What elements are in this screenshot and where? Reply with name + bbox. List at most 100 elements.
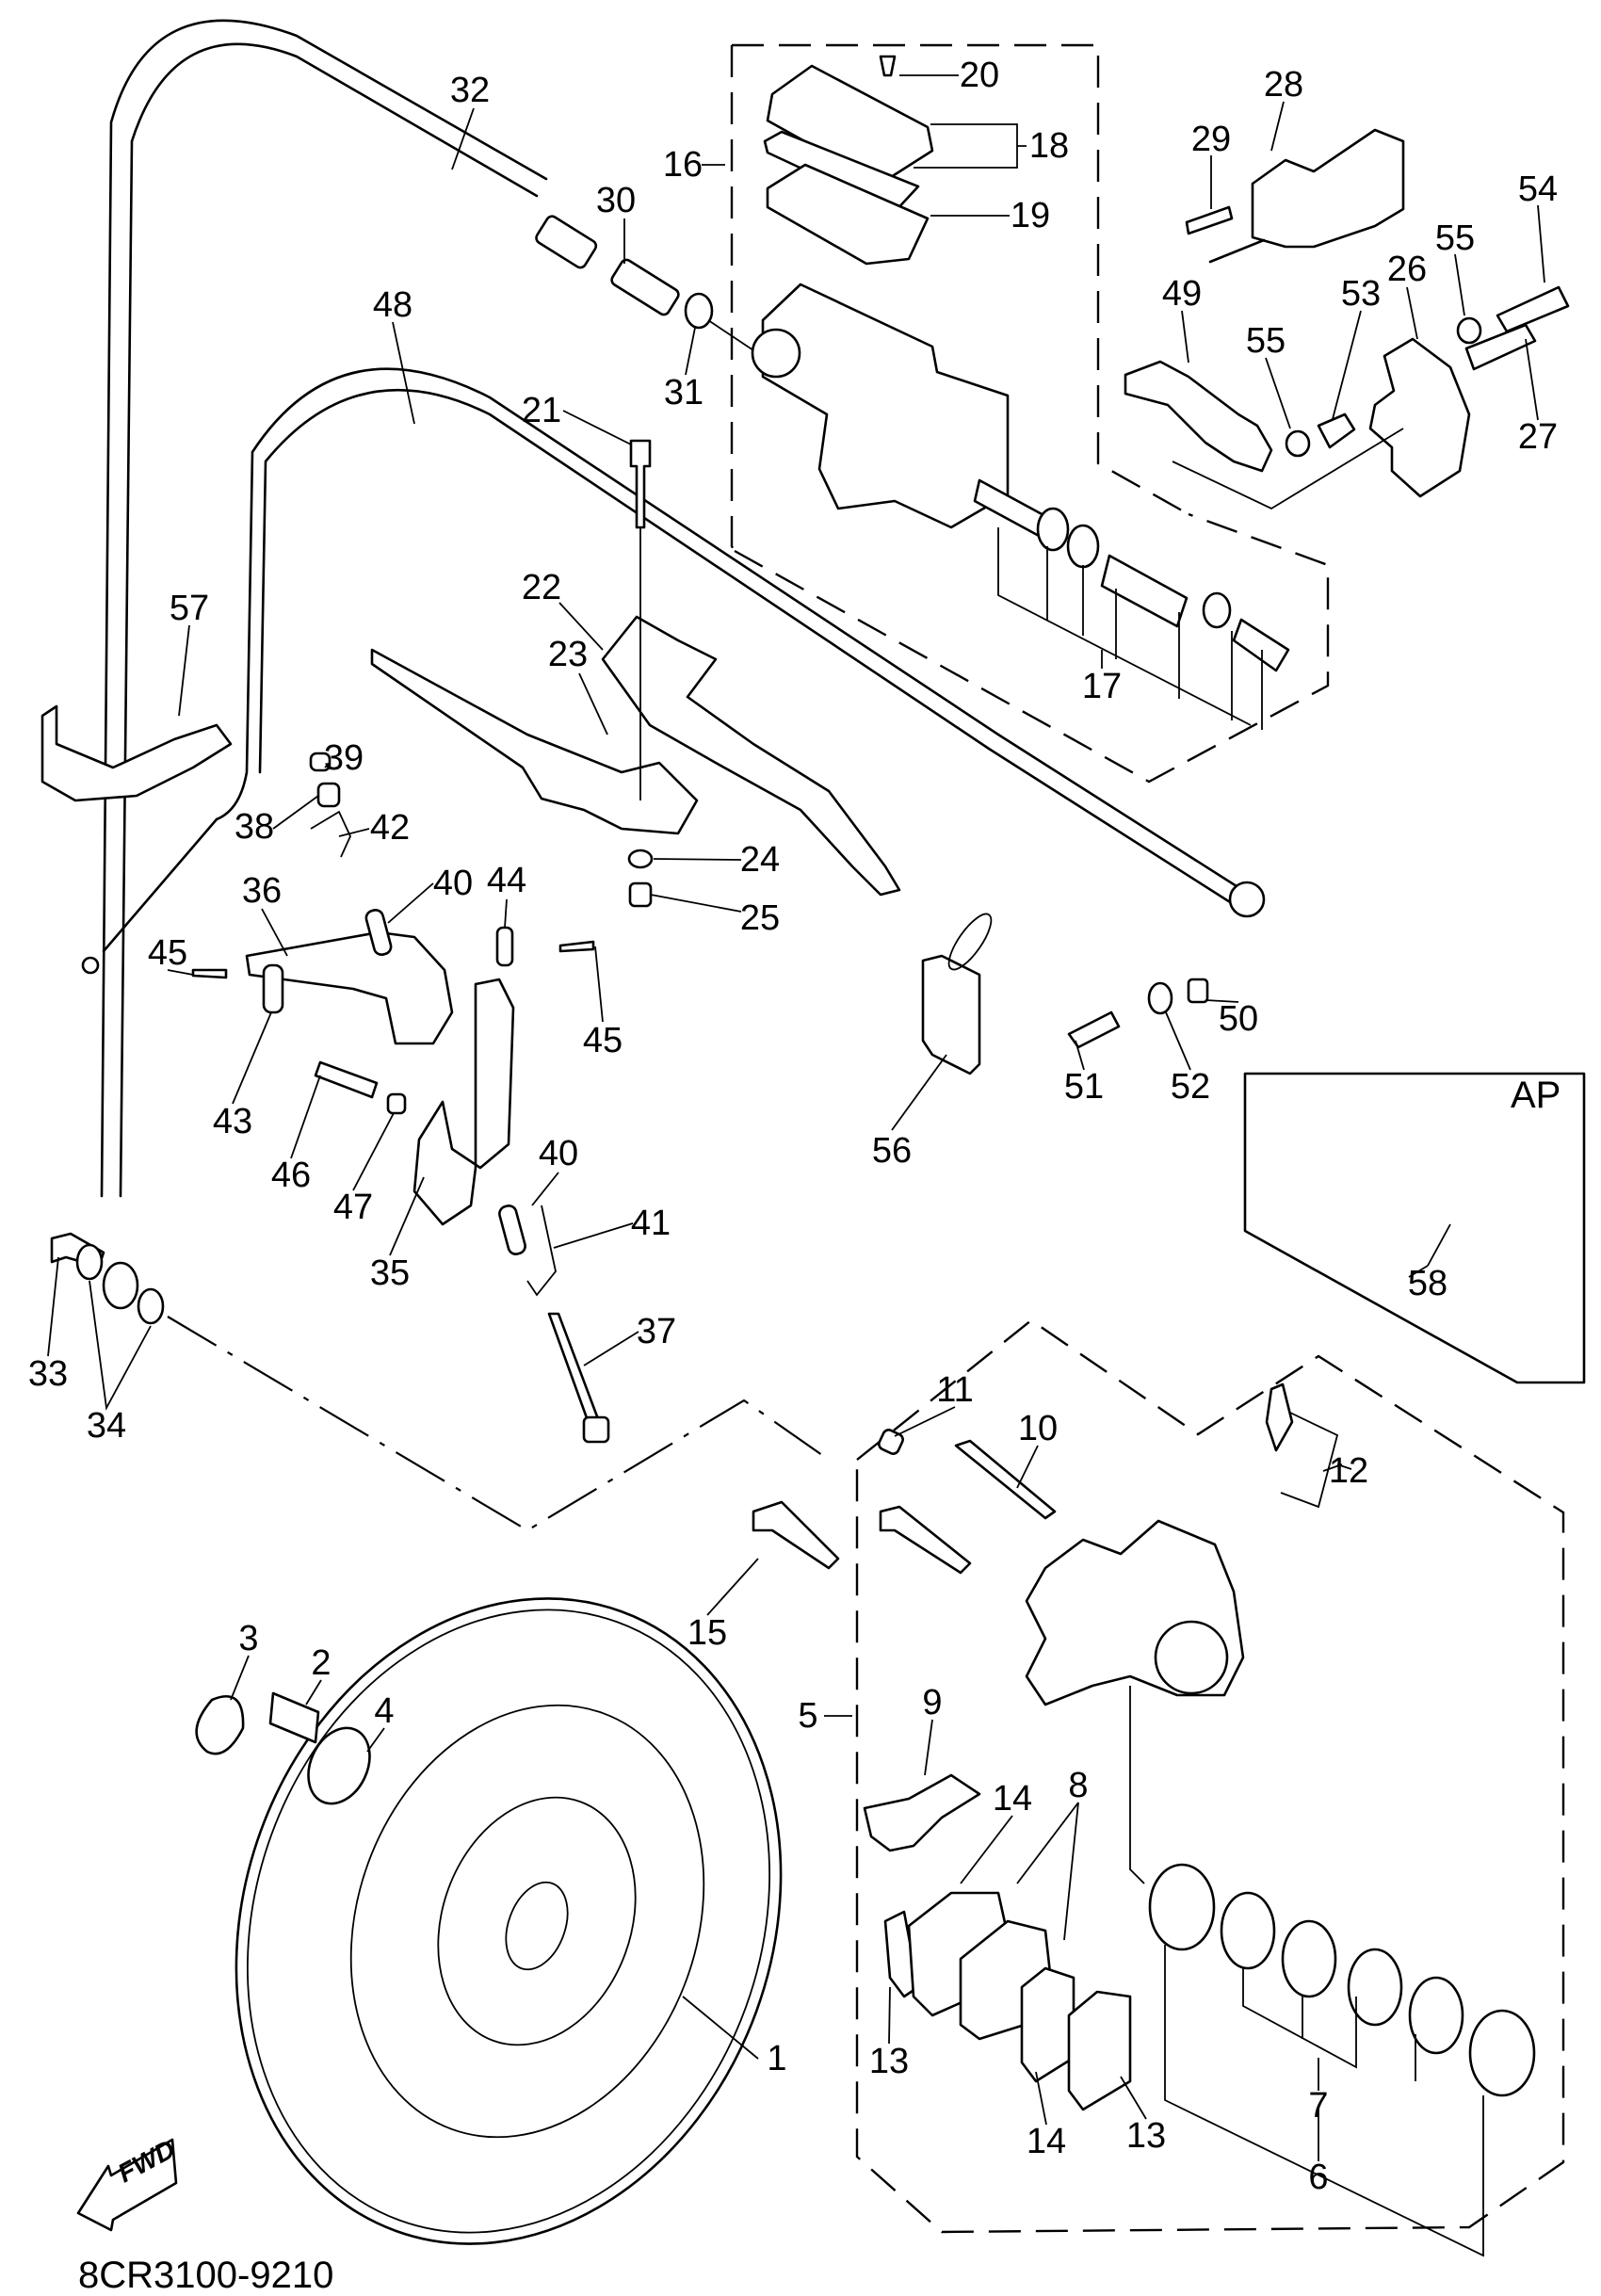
hose-routing-line bbox=[167, 1316, 830, 1532]
brake-hose bbox=[100, 19, 548, 1198]
callout-10: 10 bbox=[1017, 1409, 1059, 1448]
seal-7c bbox=[1347, 1948, 1403, 2027]
callout-14a: 14 bbox=[992, 1779, 1033, 1819]
collar-40b bbox=[498, 1205, 526, 1255]
brake-hose-inner bbox=[119, 42, 539, 1198]
pin-44 bbox=[495, 926, 514, 967]
callout-24: 24 bbox=[739, 840, 781, 880]
gasket-34b bbox=[137, 1287, 165, 1325]
callout-50: 50 bbox=[1218, 999, 1259, 1039]
cotter-pin-45a bbox=[191, 968, 228, 979]
callout-11: 11 bbox=[936, 1370, 974, 1410]
nut-25 bbox=[628, 881, 653, 908]
gasket-31 bbox=[684, 292, 714, 330]
bolt-27 bbox=[1464, 323, 1537, 371]
shim-14b bbox=[1020, 1966, 1075, 2083]
callout-31: 31 bbox=[663, 373, 704, 412]
master-cylinder-group-outline bbox=[730, 43, 1189, 552]
bracket-26 bbox=[1368, 337, 1471, 498]
nut-47 bbox=[386, 1092, 407, 1115]
reservoir-cap-18 bbox=[766, 64, 934, 186]
diagram-code: 8CR3100-9210 bbox=[78, 2255, 334, 2296]
collar-53 bbox=[1317, 412, 1356, 449]
plug-11 bbox=[878, 1429, 904, 1455]
callout-27: 27 bbox=[1517, 417, 1559, 457]
callout-14b: 14 bbox=[1026, 2122, 1067, 2161]
callout-43: 43 bbox=[212, 1102, 253, 1141]
master-cylinder-kit-parts bbox=[973, 478, 1290, 672]
screw-20 bbox=[879, 55, 897, 77]
cotter-pin-45b bbox=[558, 940, 595, 953]
callout-54: 54 bbox=[1517, 170, 1559, 209]
callout-22: 22 bbox=[521, 568, 562, 607]
bleed-screw-12 bbox=[1265, 1382, 1294, 1452]
bolt-15 bbox=[752, 1500, 840, 1570]
label-56 bbox=[921, 954, 981, 1075]
shim-13a bbox=[883, 1910, 920, 1998]
master-cylinder-port bbox=[751, 328, 801, 379]
brake-disc-1 bbox=[234, 1597, 783, 2245]
pin-43 bbox=[262, 963, 284, 1014]
bolt-21 bbox=[629, 439, 652, 529]
ap-inset-label: AP bbox=[1511, 1075, 1561, 1116]
seal-7a bbox=[1220, 1891, 1276, 1970]
master-cylinder-body bbox=[761, 283, 1010, 529]
callout-34: 34 bbox=[86, 1406, 127, 1446]
lever-49 bbox=[1124, 360, 1273, 473]
brake-lever-22 bbox=[601, 615, 901, 897]
reservoir-cap-plate bbox=[763, 130, 920, 214]
union-bolt-30 bbox=[535, 215, 680, 316]
key-2 bbox=[268, 1691, 320, 1744]
gasket-34a bbox=[75, 1243, 104, 1281]
brake-switch-28 bbox=[1251, 128, 1405, 249]
callout-19: 19 bbox=[1010, 196, 1051, 235]
callout-18: 18 bbox=[1028, 126, 1070, 166]
bolt-46 bbox=[314, 1060, 379, 1099]
callout-57: 57 bbox=[169, 589, 210, 628]
callout-9: 9 bbox=[922, 1683, 943, 1722]
callout-25: 25 bbox=[739, 898, 781, 938]
hose-holder-57 bbox=[40, 704, 233, 802]
callout-20: 20 bbox=[959, 56, 1000, 95]
pin-10 bbox=[954, 1439, 1057, 1520]
fwd-arrow-icon bbox=[76, 2138, 178, 2232]
callout-4: 4 bbox=[374, 1691, 395, 1731]
callout-51: 51 bbox=[1063, 1067, 1105, 1107]
lever-connection-line bbox=[1172, 428, 1404, 510]
nut-39 bbox=[309, 752, 332, 772]
callout-6: 6 bbox=[1308, 2158, 1329, 2197]
seal-7d bbox=[1408, 1976, 1464, 2055]
callout-13b: 13 bbox=[1125, 2116, 1167, 2156]
callout-45b: 45 bbox=[582, 1021, 623, 1060]
switch-rod bbox=[1208, 238, 1266, 264]
bolt-37-head bbox=[582, 1415, 610, 1444]
callout-30: 30 bbox=[595, 181, 637, 220]
washer-4 bbox=[307, 1726, 371, 1805]
caliper-group-outline bbox=[855, 1318, 1565, 2234]
callout-39: 39 bbox=[323, 738, 364, 778]
callout-26: 26 bbox=[1386, 250, 1428, 289]
callout-8: 8 bbox=[1068, 1766, 1089, 1805]
caliper-bolt bbox=[879, 1505, 972, 1575]
callout-15: 15 bbox=[687, 1613, 728, 1653]
callout-21: 21 bbox=[521, 391, 562, 430]
callout-33: 33 bbox=[27, 1354, 69, 1394]
callout-41: 41 bbox=[630, 1204, 671, 1243]
nut-38 bbox=[316, 782, 341, 808]
lever-36 bbox=[245, 930, 454, 1045]
callout-5: 5 bbox=[798, 1696, 818, 1736]
callout-47: 47 bbox=[332, 1188, 374, 1227]
diaphragm-19 bbox=[766, 163, 930, 266]
bolt-54 bbox=[1496, 285, 1570, 333]
piston-leader-lines bbox=[1129, 1686, 1484, 2257]
callout-58: 58 bbox=[1407, 1264, 1448, 1303]
callout-16: 16 bbox=[662, 145, 703, 185]
bolt-51 bbox=[1067, 1011, 1121, 1049]
hose-banjo-end bbox=[102, 1261, 139, 1310]
lever-35 bbox=[412, 978, 515, 1226]
callout-37: 37 bbox=[636, 1312, 677, 1351]
callout-28: 28 bbox=[1263, 65, 1304, 105]
callout-32: 32 bbox=[449, 71, 491, 110]
piston-seal-set bbox=[1148, 1863, 1536, 2097]
